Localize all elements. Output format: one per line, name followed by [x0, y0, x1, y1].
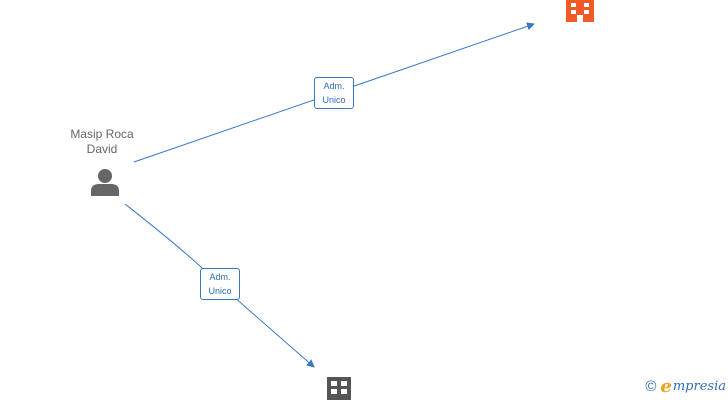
brand-logo-initial: e — [660, 376, 672, 397]
edge-label-top-line2: Unico — [322, 95, 346, 105]
person-icon[interactable] — [91, 169, 119, 196]
brand-logo-text: mpresia — [672, 379, 726, 394]
person-name-line2: David — [86, 142, 118, 156]
edge-label-bottom: Adm. Unico — [200, 268, 240, 300]
person-name-label[interactable]: Masip Roca David — [52, 127, 152, 157]
edge-label-bottom-line1: Adm. — [209, 272, 231, 282]
edge-label-bottom-line2: Unico — [208, 286, 232, 296]
edge-label-top: Adm. Unico — [314, 77, 354, 109]
building-icon-company-top[interactable] — [566, 0, 594, 22]
copyright-icon: © — [645, 378, 657, 395]
edge-label-top-line1: Adm. — [323, 81, 345, 91]
person-name-line1: Masip Roca — [70, 127, 134, 141]
building-icon-company-bottom[interactable] — [327, 377, 351, 400]
empresia-watermark[interactable]: © e mpresia — [645, 376, 726, 397]
